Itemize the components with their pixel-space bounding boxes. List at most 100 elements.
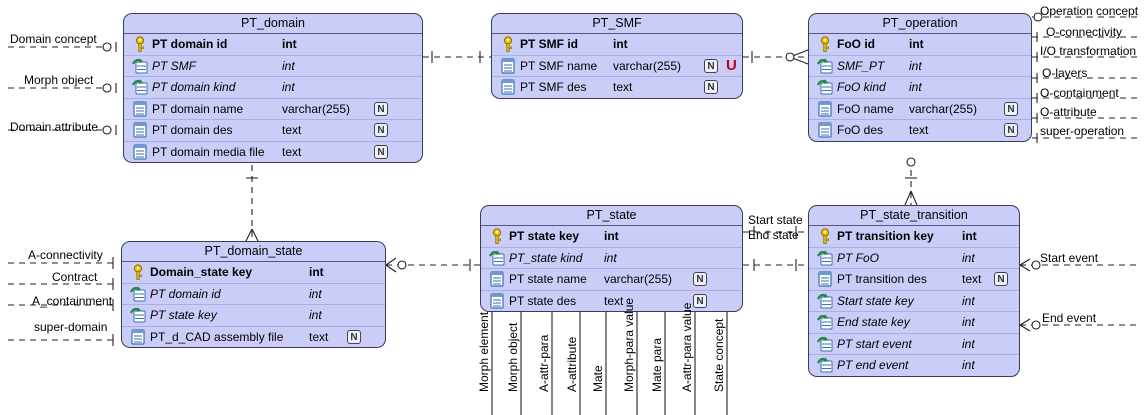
label-super-operation: super-operation bbox=[1040, 124, 1125, 138]
label-morph-object: Morph object bbox=[24, 73, 94, 87]
column-row[interactable]: PT state name varchar(255) N bbox=[481, 268, 742, 290]
optional-marker bbox=[397, 260, 407, 270]
column-type: int bbox=[962, 293, 975, 308]
column-type: int bbox=[909, 37, 924, 51]
column-row[interactable]: End state key int bbox=[809, 311, 1019, 333]
nullable-flag-icon: N bbox=[693, 272, 707, 286]
nullable-flag-icon: N bbox=[994, 272, 1008, 286]
nullable-flag-icon: N bbox=[704, 80, 718, 94]
column-type: varchar(255) bbox=[604, 272, 673, 286]
column-type: varchar(255) bbox=[282, 101, 351, 116]
vertical-label: A-attribute bbox=[565, 336, 579, 392]
column-row[interactable]: FoO id int bbox=[809, 34, 1031, 55]
label-o-connectivity: O-connectivity bbox=[1046, 25, 1123, 39]
column-type: varchar(255) bbox=[909, 101, 978, 116]
column-name: PT state name bbox=[509, 272, 587, 286]
column-name: PT end event bbox=[837, 358, 909, 372]
column-name: FoO id bbox=[837, 37, 875, 51]
column-type: int bbox=[962, 229, 977, 243]
column-row[interactable]: PT domain id int bbox=[124, 34, 422, 55]
label-end-state: End state bbox=[748, 228, 799, 242]
nullable-flag-icon: N bbox=[1004, 101, 1018, 116]
crowfoot bbox=[1019, 318, 1031, 326]
column-type: int bbox=[309, 286, 322, 301]
column-name: SMF_PT bbox=[837, 58, 885, 73]
optional-marker bbox=[1031, 260, 1041, 270]
optional-marker bbox=[1031, 320, 1041, 330]
label-super-domain: super-domain bbox=[34, 320, 108, 334]
label-end-event: End event bbox=[1042, 311, 1097, 325]
column-row[interactable]: FoO name varchar(255) N bbox=[809, 97, 1031, 120]
column-name: End state key bbox=[837, 315, 910, 329]
column-type: varchar(255) bbox=[613, 58, 682, 73]
column-name: PT domain kind bbox=[152, 80, 236, 94]
label-start-state: Start state bbox=[748, 213, 803, 227]
column-name: PT SMF bbox=[152, 58, 196, 73]
label-o-attribute: O-attribute bbox=[1040, 105, 1097, 119]
column-type: text bbox=[613, 80, 633, 94]
column-name: PT start event bbox=[837, 336, 912, 351]
nullable-flag-icon: N bbox=[1004, 123, 1018, 137]
column-name: PT FoO bbox=[837, 250, 880, 265]
column-name: PT domain id bbox=[152, 37, 228, 51]
column-type: int bbox=[909, 80, 922, 94]
entity-title: PT_state bbox=[481, 206, 742, 226]
column-row[interactable]: SMF_PT int bbox=[809, 54, 1031, 77]
crowfoot bbox=[251, 228, 259, 242]
column-type: text bbox=[604, 293, 624, 308]
column-type: int bbox=[909, 58, 922, 73]
label-a-containment: A_containment bbox=[32, 294, 113, 308]
nullable-flag-icon: N bbox=[693, 293, 707, 308]
column-row[interactable]: PT SMF des text N bbox=[492, 76, 742, 98]
vertical-label: Mate bbox=[591, 365, 605, 392]
column-name: PT SMF des bbox=[520, 80, 587, 94]
entity-title: PT_domain bbox=[124, 14, 422, 34]
column-name: PT SMF id bbox=[520, 37, 578, 51]
column-row[interactable]: FoO kind int bbox=[809, 76, 1031, 98]
column-name: FoO kind bbox=[837, 80, 886, 94]
label-a-connectivity: A-connectivity bbox=[28, 248, 103, 262]
label-operation-concept: Operation concept bbox=[1040, 4, 1139, 18]
column-type: int bbox=[282, 37, 297, 51]
optional-marker bbox=[102, 125, 112, 135]
column-type: int bbox=[604, 250, 617, 265]
entity-title: PT_SMF bbox=[492, 14, 742, 34]
column-name: FoO name bbox=[837, 101, 894, 116]
label-start-event: Start event bbox=[1040, 251, 1099, 265]
column-type: int bbox=[962, 315, 975, 329]
column-type: text bbox=[962, 272, 982, 286]
column-type: int bbox=[309, 308, 322, 322]
column-row[interactable]: PT SMF int bbox=[124, 54, 422, 77]
column-type: int bbox=[282, 58, 295, 73]
